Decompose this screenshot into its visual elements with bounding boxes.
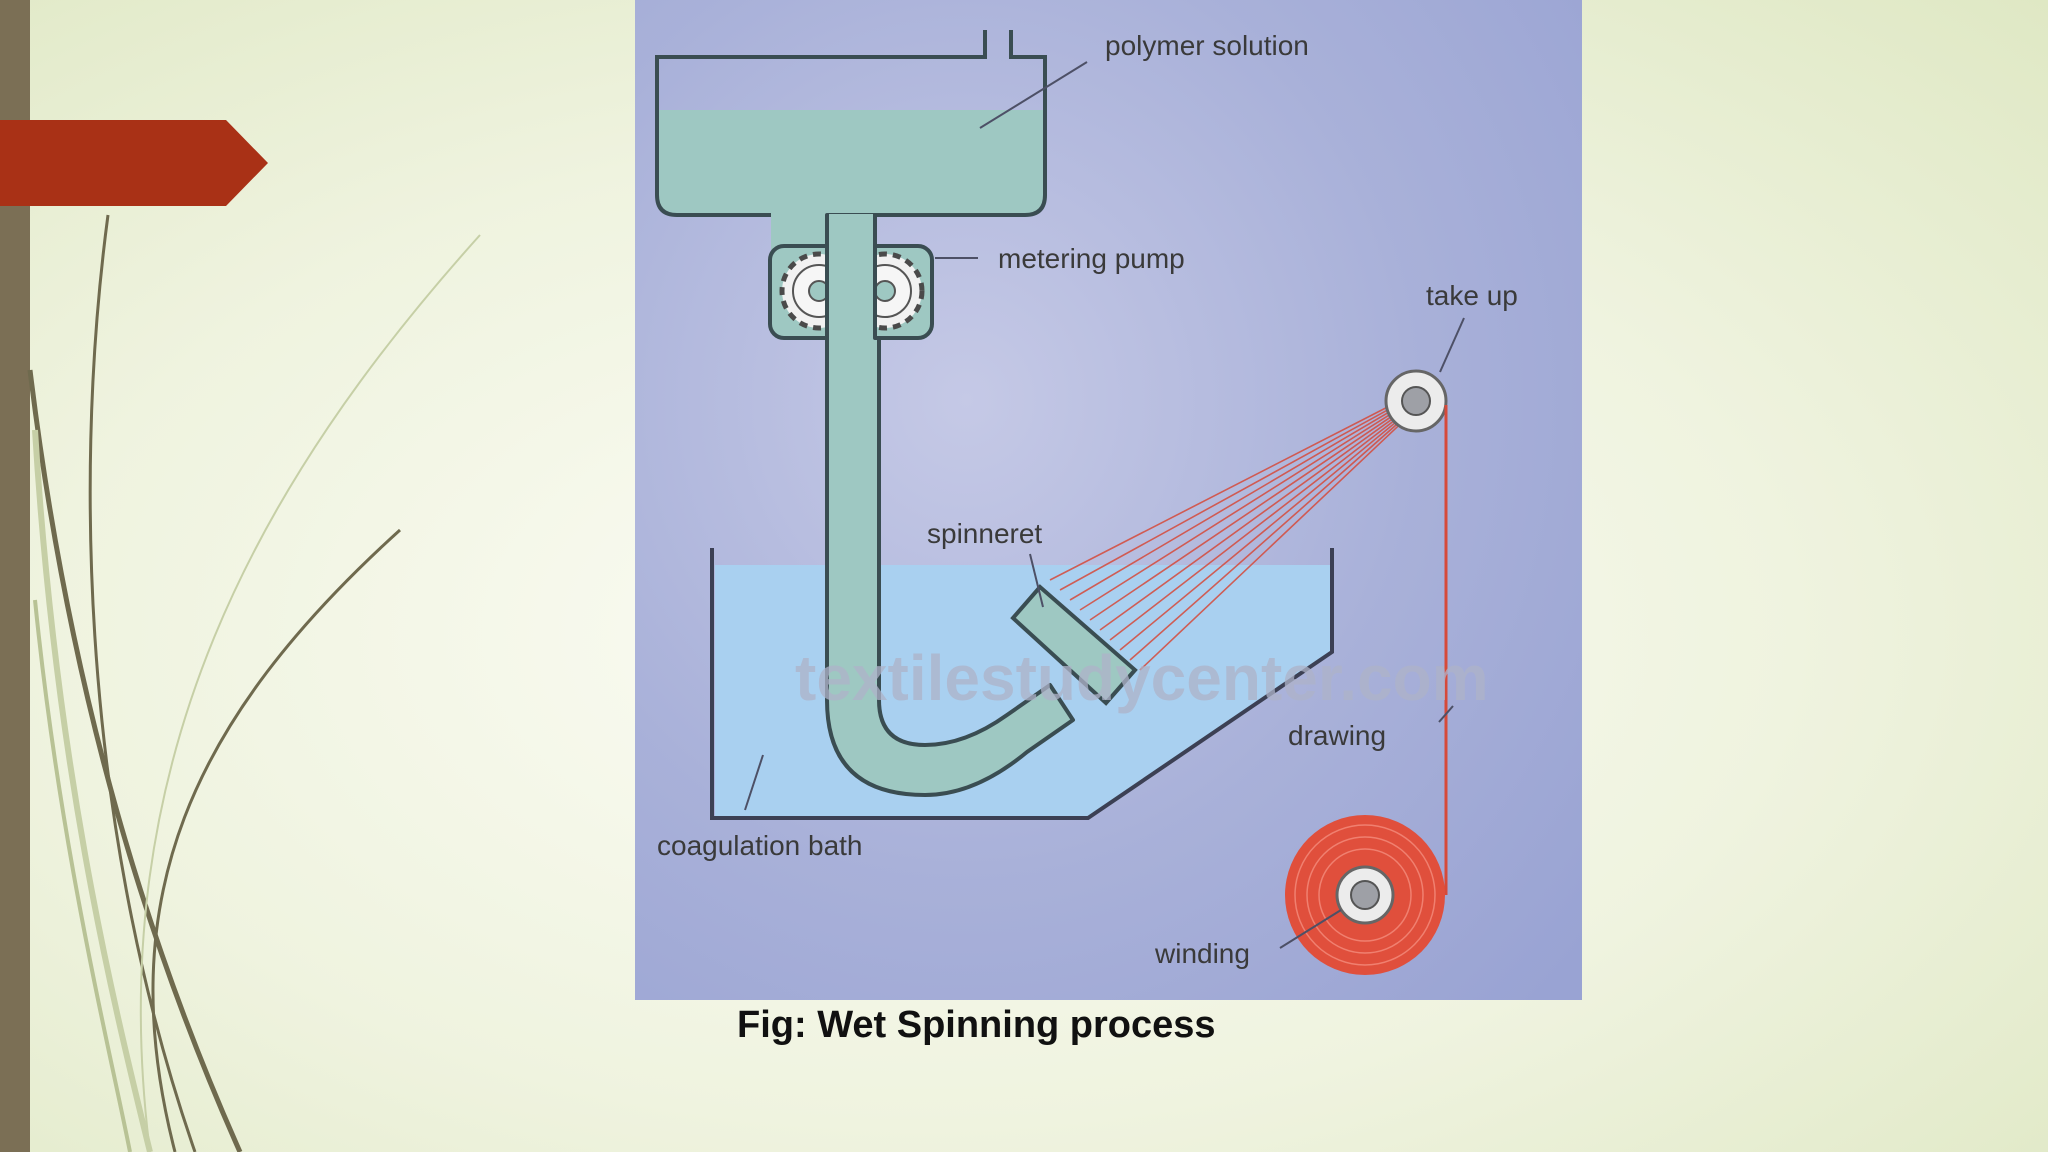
wet-spinning-diagram: textilestudycenter.com polymer solution …	[635, 0, 1582, 1000]
figure-caption: Fig: Wet Spinning process	[737, 1004, 1216, 1046]
label-metering-pump: metering pump	[998, 243, 1185, 274]
label-spinneret: spinneret	[927, 518, 1042, 549]
label-polymer-solution: polymer solution	[1105, 30, 1309, 61]
feed-tube	[825, 213, 1075, 797]
fiber-bundle	[1049, 393, 1414, 671]
leader-lines	[744, 61, 1465, 949]
label-drawing: drawing	[1288, 720, 1386, 751]
take-up-roll	[1384, 369, 1448, 433]
label-take-up: take up	[1426, 280, 1518, 311]
winding-spool	[1285, 815, 1445, 975]
watermark-text: textilestudycenter.com	[795, 642, 1489, 714]
decorative-swooshes	[27, 214, 481, 1152]
accent-arrow-shape	[0, 120, 268, 206]
label-winding: winding	[1154, 938, 1250, 969]
spinneret-head	[1010, 584, 1138, 706]
polymer-reservoir	[655, 30, 1047, 217]
label-coagulation-bath: coagulation bath	[657, 830, 863, 861]
